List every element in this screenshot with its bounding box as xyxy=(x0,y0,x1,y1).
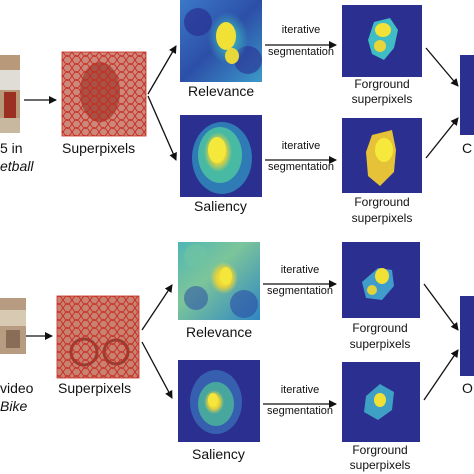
segmentation-label-saliency-top: segmentation xyxy=(267,161,335,173)
segmentation-label-saliency-bottom: segmentation xyxy=(266,405,334,417)
fg-label-relevance-line1-bottom: Forground xyxy=(352,321,408,335)
iterative-label-relevance-top: iterative xyxy=(281,24,321,36)
saliency-label-bottom: Saliency xyxy=(192,446,245,462)
arrow-superpixels-to-relevance-top xyxy=(147,45,177,95)
superpixels-image-top xyxy=(61,51,147,137)
relevance-label-top: Relevance xyxy=(188,83,255,99)
fg-label-saliency-line2-bottom: superpixels xyxy=(349,458,411,472)
source-caption-line2-top: etball xyxy=(0,158,34,174)
fg-label-relevance-line2-top: superpixels xyxy=(351,92,413,106)
fg-superpixels-relevance-top xyxy=(342,5,422,77)
fg-superpixels-saliency-top xyxy=(342,118,422,193)
iterative-label-relevance-bottom: iterative xyxy=(280,264,320,276)
relevance-label-bottom: Relevance xyxy=(186,324,253,340)
superpixels-image-bottom xyxy=(56,295,140,379)
output-label-top: C xyxy=(462,140,473,156)
arrow-superpixels-to-saliency-bottom xyxy=(141,341,173,399)
saliency-label-top: Saliency xyxy=(194,198,247,214)
segmentation-label-relevance-top: segmentation xyxy=(267,46,335,58)
fg-label-saliency-line2-top: superpixels xyxy=(351,211,413,225)
segmentation-label-relevance-bottom: segmentation xyxy=(266,285,334,297)
saliency-map-top xyxy=(180,115,262,197)
relevance-map-bottom xyxy=(178,242,260,320)
source-image-bike xyxy=(0,298,26,354)
fg-label-saliency-line1-bottom: Forground xyxy=(352,443,408,457)
iterative-label-saliency-bottom: iterative xyxy=(280,384,320,396)
arrow-superpixels-to-relevance-bottom xyxy=(141,284,173,331)
iterative-label-saliency-top: iterative xyxy=(281,140,321,152)
output-map-bottom xyxy=(460,296,474,376)
source-caption-line1-bottom: video xyxy=(0,380,34,396)
arrow-fg-relevance-to-output-bottom xyxy=(423,283,459,331)
superpixels-label-bottom: Superpixels xyxy=(58,380,132,396)
relevance-map-top xyxy=(180,0,262,82)
source-image-basketball xyxy=(0,55,20,133)
superpixels-label-top: Superpixels xyxy=(62,140,136,156)
arrow-fg-saliency-to-output-bottom xyxy=(423,349,459,401)
fg-label-relevance-line2-bottom: superpixels xyxy=(349,337,411,351)
fg-label-relevance-line1-top: Forground xyxy=(354,77,410,91)
fg-label-saliency-line1-top: Forground xyxy=(354,195,410,209)
fg-superpixels-saliency-bottom xyxy=(342,362,420,442)
source-caption-line2-bottom: Bike xyxy=(0,398,28,414)
source-caption-line1-top: 5 in xyxy=(0,140,23,156)
fg-superpixels-relevance-bottom xyxy=(342,242,420,318)
arrow-fg-relevance-to-output-top xyxy=(425,47,459,87)
arrow-fg-saliency-to-output-top xyxy=(425,117,459,159)
saliency-map-bottom xyxy=(178,360,260,442)
arrow-superpixels-to-saliency-top xyxy=(147,95,177,161)
output-map-top xyxy=(460,55,474,135)
output-label-bottom: O xyxy=(462,380,473,396)
